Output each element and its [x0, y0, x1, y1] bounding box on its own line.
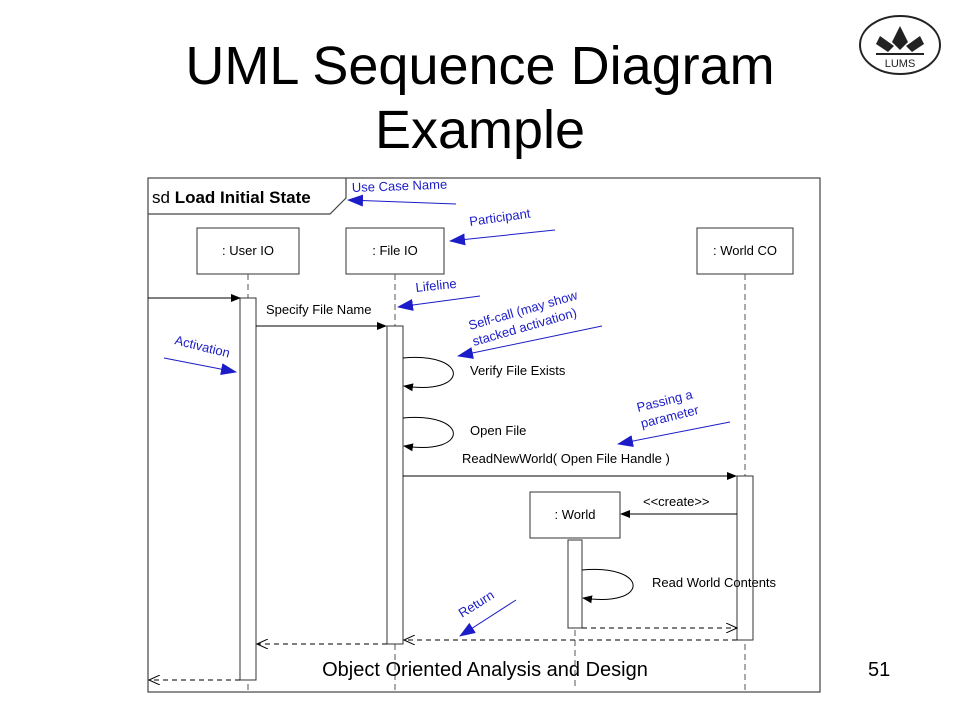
- logo-text: LUMS: [885, 58, 916, 70]
- participant-world-label: : World: [555, 507, 596, 522]
- self-call-read-contents: [581, 568, 634, 604]
- footer-text: Object Oriented Analysis and Design: [322, 659, 648, 681]
- message-verify-label: Verify File Exists: [470, 363, 566, 378]
- annotation-return-arrow: [459, 599, 517, 637]
- page-title: UML Sequence Diagram Example: [185, 36, 775, 160]
- message-create-label: <<create>>: [643, 494, 710, 509]
- participant-user-io-label: : User IO: [222, 243, 274, 258]
- participant-user-io: [196, 227, 300, 275]
- participant-file-io-label: : File IO: [372, 243, 418, 258]
- message-read-contents-label: Read World Contents: [652, 575, 777, 590]
- annotation-return: Return: [456, 587, 497, 620]
- annotation-self-call-arrow: [457, 325, 603, 359]
- activation-world-co: [736, 475, 754, 641]
- self-call-verify: [402, 356, 454, 392]
- activation-file-io: [386, 325, 404, 645]
- message-read-new-label: ReadNewWorld( Open File Handle ): [462, 451, 670, 466]
- frame-name: Load Initial State: [175, 188, 311, 207]
- annotation-lifeline-arrow: [397, 295, 481, 311]
- frame-prefix: sd: [152, 188, 170, 207]
- annotation-activation-arrow: [163, 357, 237, 376]
- participant-world: [529, 491, 621, 539]
- participant-world-co: [696, 227, 794, 275]
- activation-world: [567, 539, 583, 629]
- activation-user-io: [239, 297, 257, 681]
- annotation-participant-arrow: [449, 229, 556, 246]
- annotation-passing-arrow: [617, 421, 731, 447]
- frame-label: sd Load Initial State: [152, 188, 311, 207]
- message-open-label: Open File: [470, 423, 526, 438]
- message-specify-label: Specify File Name: [266, 302, 371, 317]
- page-number: 51: [868, 659, 891, 681]
- self-call-open: [402, 416, 454, 452]
- sd-frame: [147, 177, 821, 693]
- annotation-activation: Activation: [173, 332, 231, 360]
- annotation-lifeline: Lifeline: [415, 276, 458, 295]
- sd-frame-tab: [148, 178, 347, 215]
- annotation-use-case: Use Case Name: [352, 177, 448, 195]
- lums-logo: LUMS: [859, 15, 941, 75]
- annotation-use-case-arrow: [347, 194, 457, 207]
- annotation-participant: Participant: [468, 206, 531, 229]
- participant-file-io: [345, 227, 445, 275]
- participant-world-co-label: : World CO: [713, 243, 777, 258]
